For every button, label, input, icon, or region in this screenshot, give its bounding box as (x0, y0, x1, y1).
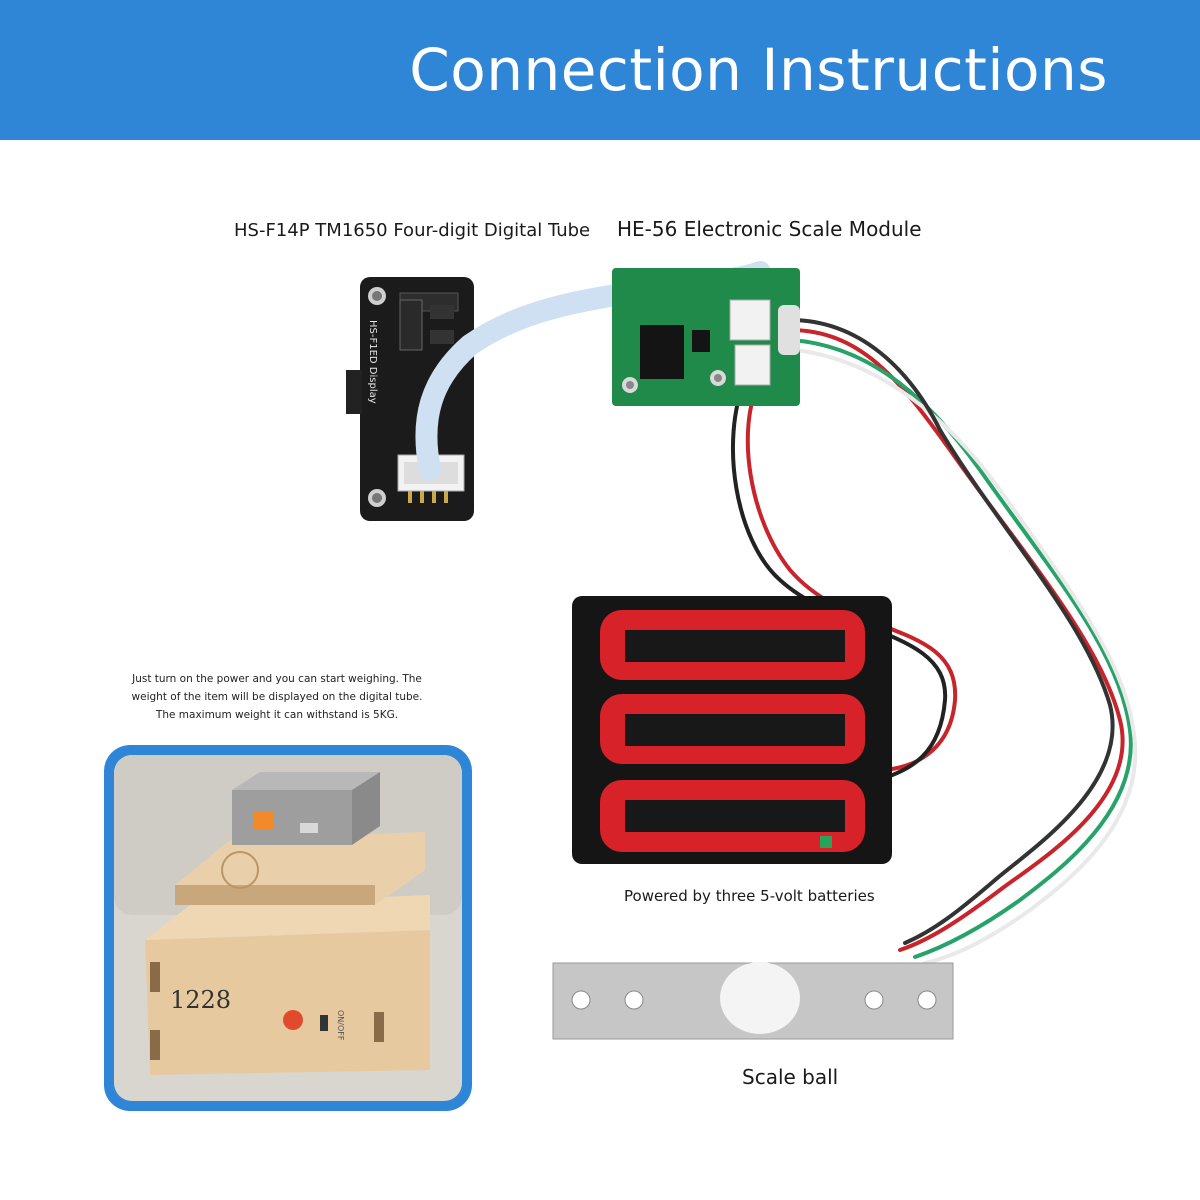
page-title: Connection Instructions (409, 36, 1108, 104)
note-line-1: Just turn on the power and you can start… (132, 673, 422, 685)
scale-module-label: HE-56 Electronic Scale Module (617, 217, 922, 241)
note-line-3: The maximum weight it can withstand is 5… (155, 709, 399, 721)
scale-ball-label: Scale ball (742, 1065, 839, 1089)
logo-stamp-icon (221, 851, 259, 889)
power-button-icon (283, 1010, 303, 1030)
switch-label: ON/OFF (336, 1010, 345, 1041)
digital-tube-board: HS-F1ED Display (346, 277, 474, 521)
digital-tube-label: HS-F14P TM1650 Four-digit Digital Tube (234, 220, 591, 241)
battery-label: Powered by three 5-volt batteries (624, 887, 875, 905)
board-silkscreen: HS-F1ED Display (367, 320, 378, 404)
load-cell (552, 962, 954, 1040)
header-banner: Connection Instructions (0, 0, 1200, 140)
note-line-2: weight of the item will be displayed on … (131, 691, 423, 703)
display-reading: 1228 (170, 986, 231, 1014)
battery-holder (572, 596, 892, 864)
wires (730, 318, 1138, 965)
product-photo: 1228 ON/OFF (104, 745, 472, 1111)
instruction-note: Just turn on the power and you can start… (112, 670, 442, 724)
scale-module-board (612, 268, 800, 406)
